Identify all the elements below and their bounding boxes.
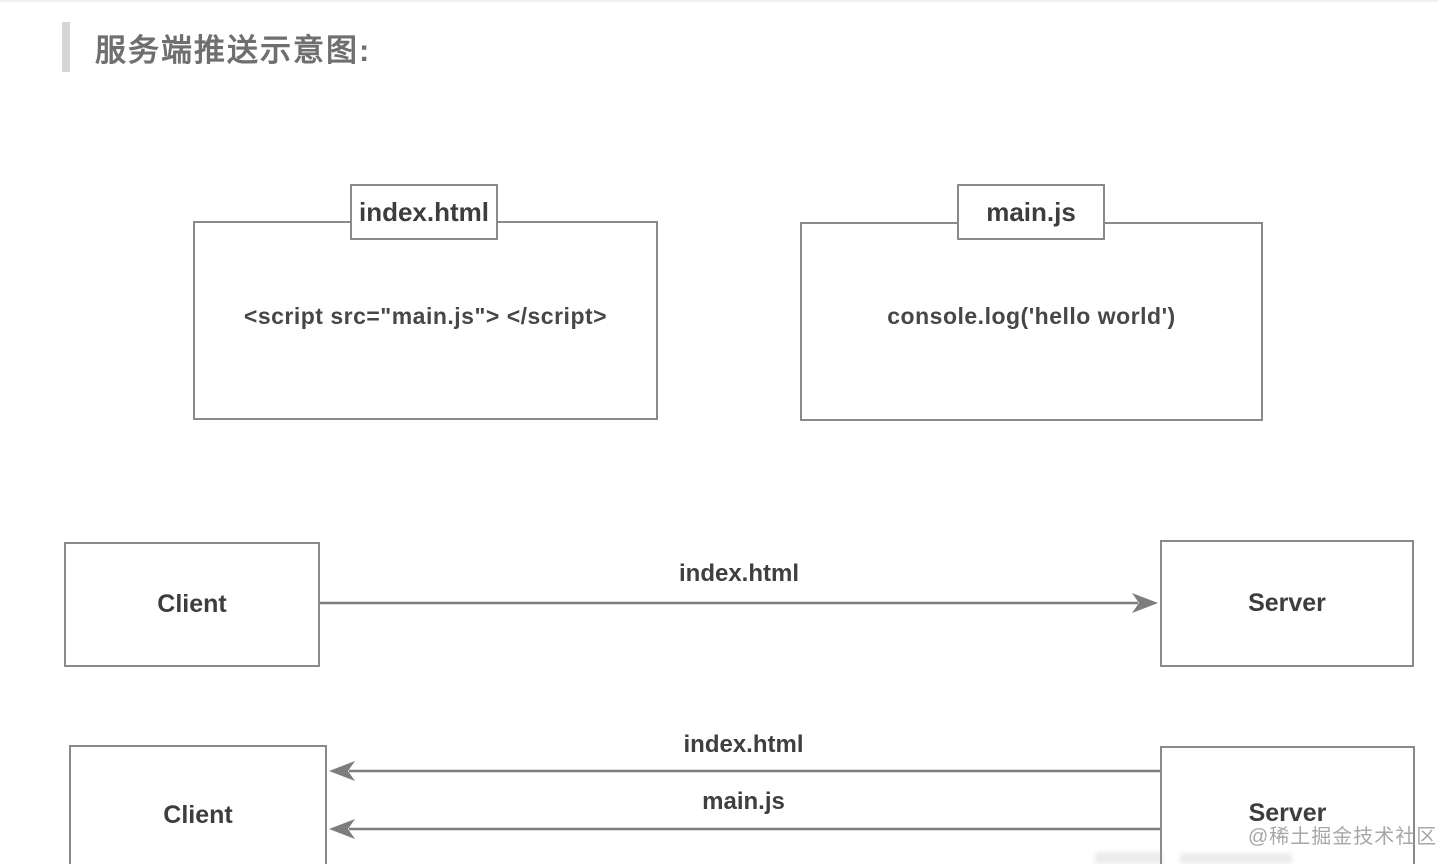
- push-arrow-main-js: [329, 819, 1160, 839]
- index-html-file-label: index.html: [350, 184, 498, 240]
- index-html-file-box: [193, 221, 658, 420]
- main-js-file-box: [800, 222, 1263, 421]
- push-flow-server-node: Server: [1160, 746, 1415, 864]
- push-flow-arrow-label-index-html: index.html: [683, 731, 804, 758]
- index-html-file-content: <script src="main.js"> </script>: [243, 303, 608, 329]
- cropped-faint-artifact: [1095, 852, 1163, 864]
- heading-accent-bar: [62, 22, 70, 72]
- request-arrow: [320, 593, 1158, 613]
- page-title: 服务端推送示意图:: [95, 33, 372, 68]
- push-flow-client-node: Client: [69, 745, 327, 864]
- request-flow-client-node: Client: [64, 542, 320, 667]
- push-flow-arrow-label-main-js: main.js: [702, 788, 785, 815]
- push-arrow-index-html: [329, 761, 1160, 781]
- request-flow-server-node: Server: [1160, 540, 1414, 667]
- top-edge-divider: [0, 0, 1438, 2]
- cropped-faint-artifact: [1180, 853, 1292, 864]
- site-watermark: @稀土掘金技术社区: [1248, 826, 1438, 848]
- main-js-file-content: console.log('hello world'): [887, 303, 1176, 329]
- request-flow-arrow-label: index.html: [678, 560, 799, 587]
- main-js-file-label: main.js: [957, 184, 1105, 240]
